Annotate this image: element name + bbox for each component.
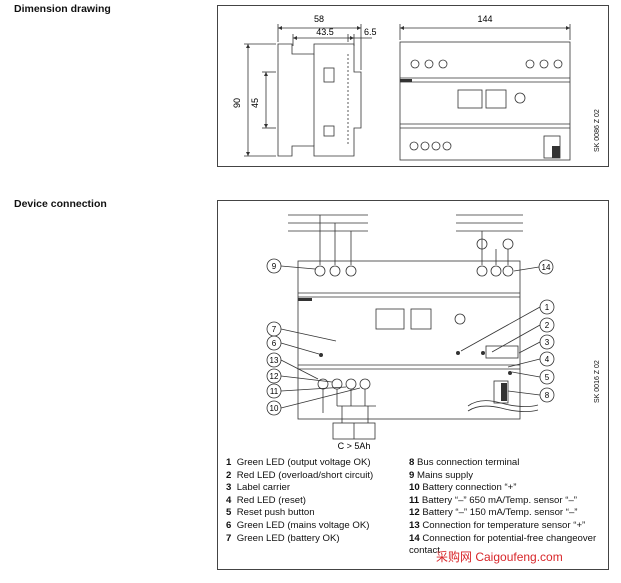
watermark: 采购网 Caigoufeng.com bbox=[436, 550, 563, 564]
legend-item: 13 Connection for temperature sensor “+” bbox=[409, 519, 586, 531]
legend-item: 11 Battery “–” 650 mA/Temp. sensor “–” bbox=[409, 494, 577, 506]
device-connection-frame: 9 7 6 13 12 11 10 14 1 2 3 4 5 8 C > 5Ah… bbox=[217, 200, 609, 570]
legend-item: 9 Mains supply bbox=[409, 469, 474, 481]
callout-2: 2 bbox=[545, 321, 550, 330]
dim-43-5: 43.5 bbox=[316, 27, 334, 37]
callout-13: 13 bbox=[270, 356, 279, 365]
legend-right: 8 Bus connection terminal 9 Mains supply… bbox=[409, 457, 604, 558]
dim-45: 45 bbox=[250, 98, 260, 108]
device-connection-heading: Device connection bbox=[14, 198, 107, 210]
callout-1: 1 bbox=[545, 303, 550, 312]
legend-item: 3 Label carrier bbox=[226, 482, 291, 494]
dim-58: 58 bbox=[314, 14, 324, 24]
legend-item: 1 Green LED (output voltage OK) bbox=[226, 457, 371, 468]
legend-item: 5 Reset push button bbox=[226, 507, 315, 519]
legend-item: 12 Battery “–” 150 mA/Temp. sensor “–” bbox=[409, 507, 578, 519]
callout-14: 14 bbox=[542, 263, 551, 272]
legend-item: 8 Bus connection terminal bbox=[409, 457, 520, 468]
callout-12: 12 bbox=[270, 372, 279, 381]
sk-label-connection: SK 0016 Z 02 bbox=[594, 360, 601, 403]
callout-9: 9 bbox=[272, 262, 277, 271]
callout-4: 4 bbox=[545, 355, 550, 364]
callout-8: 8 bbox=[545, 391, 550, 400]
dim-144: 144 bbox=[477, 14, 492, 24]
dimension-drawing: 58 43.5 6.5 90 45 144 bbox=[232, 14, 571, 161]
sk-label-dimension: SK 0086 Z 02 bbox=[594, 109, 601, 152]
callout-3: 3 bbox=[545, 338, 550, 347]
legend-item: 4 Red LED (reset) bbox=[226, 494, 306, 506]
battery-label: C > 5Ah bbox=[338, 441, 371, 451]
legend-item: 7 Green LED (battery OK) bbox=[226, 532, 340, 544]
callout-7: 7 bbox=[272, 325, 277, 334]
callout-5: 5 bbox=[545, 373, 550, 382]
device-connection-diagram: 9 7 6 13 12 11 10 14 1 2 3 4 5 8 C > 5Ah bbox=[266, 214, 555, 451]
dimension-drawing-frame: 58 43.5 6.5 90 45 144 SK 0086 Z 02 bbox=[217, 5, 609, 167]
callout-11: 11 bbox=[270, 387, 279, 396]
dim-90: 90 bbox=[232, 98, 242, 108]
callout-6: 6 bbox=[272, 339, 277, 348]
legend-item: 14 Connection for potential-free changeo… bbox=[409, 532, 597, 557]
legend-item: 6 Green LED (mains voltage OK) bbox=[226, 519, 370, 531]
callout-10: 10 bbox=[270, 404, 279, 413]
legend-item: 2 Red LED (overload/short circuit) bbox=[226, 469, 374, 481]
legend-left: 1 Green LED (output voltage OK) 2 Red LE… bbox=[226, 457, 373, 545]
legend-item: 10 Battery connection “+” bbox=[409, 482, 517, 494]
dim-6-5: 6.5 bbox=[364, 27, 377, 37]
dimension-drawing-heading: Dimension drawing bbox=[14, 3, 111, 15]
